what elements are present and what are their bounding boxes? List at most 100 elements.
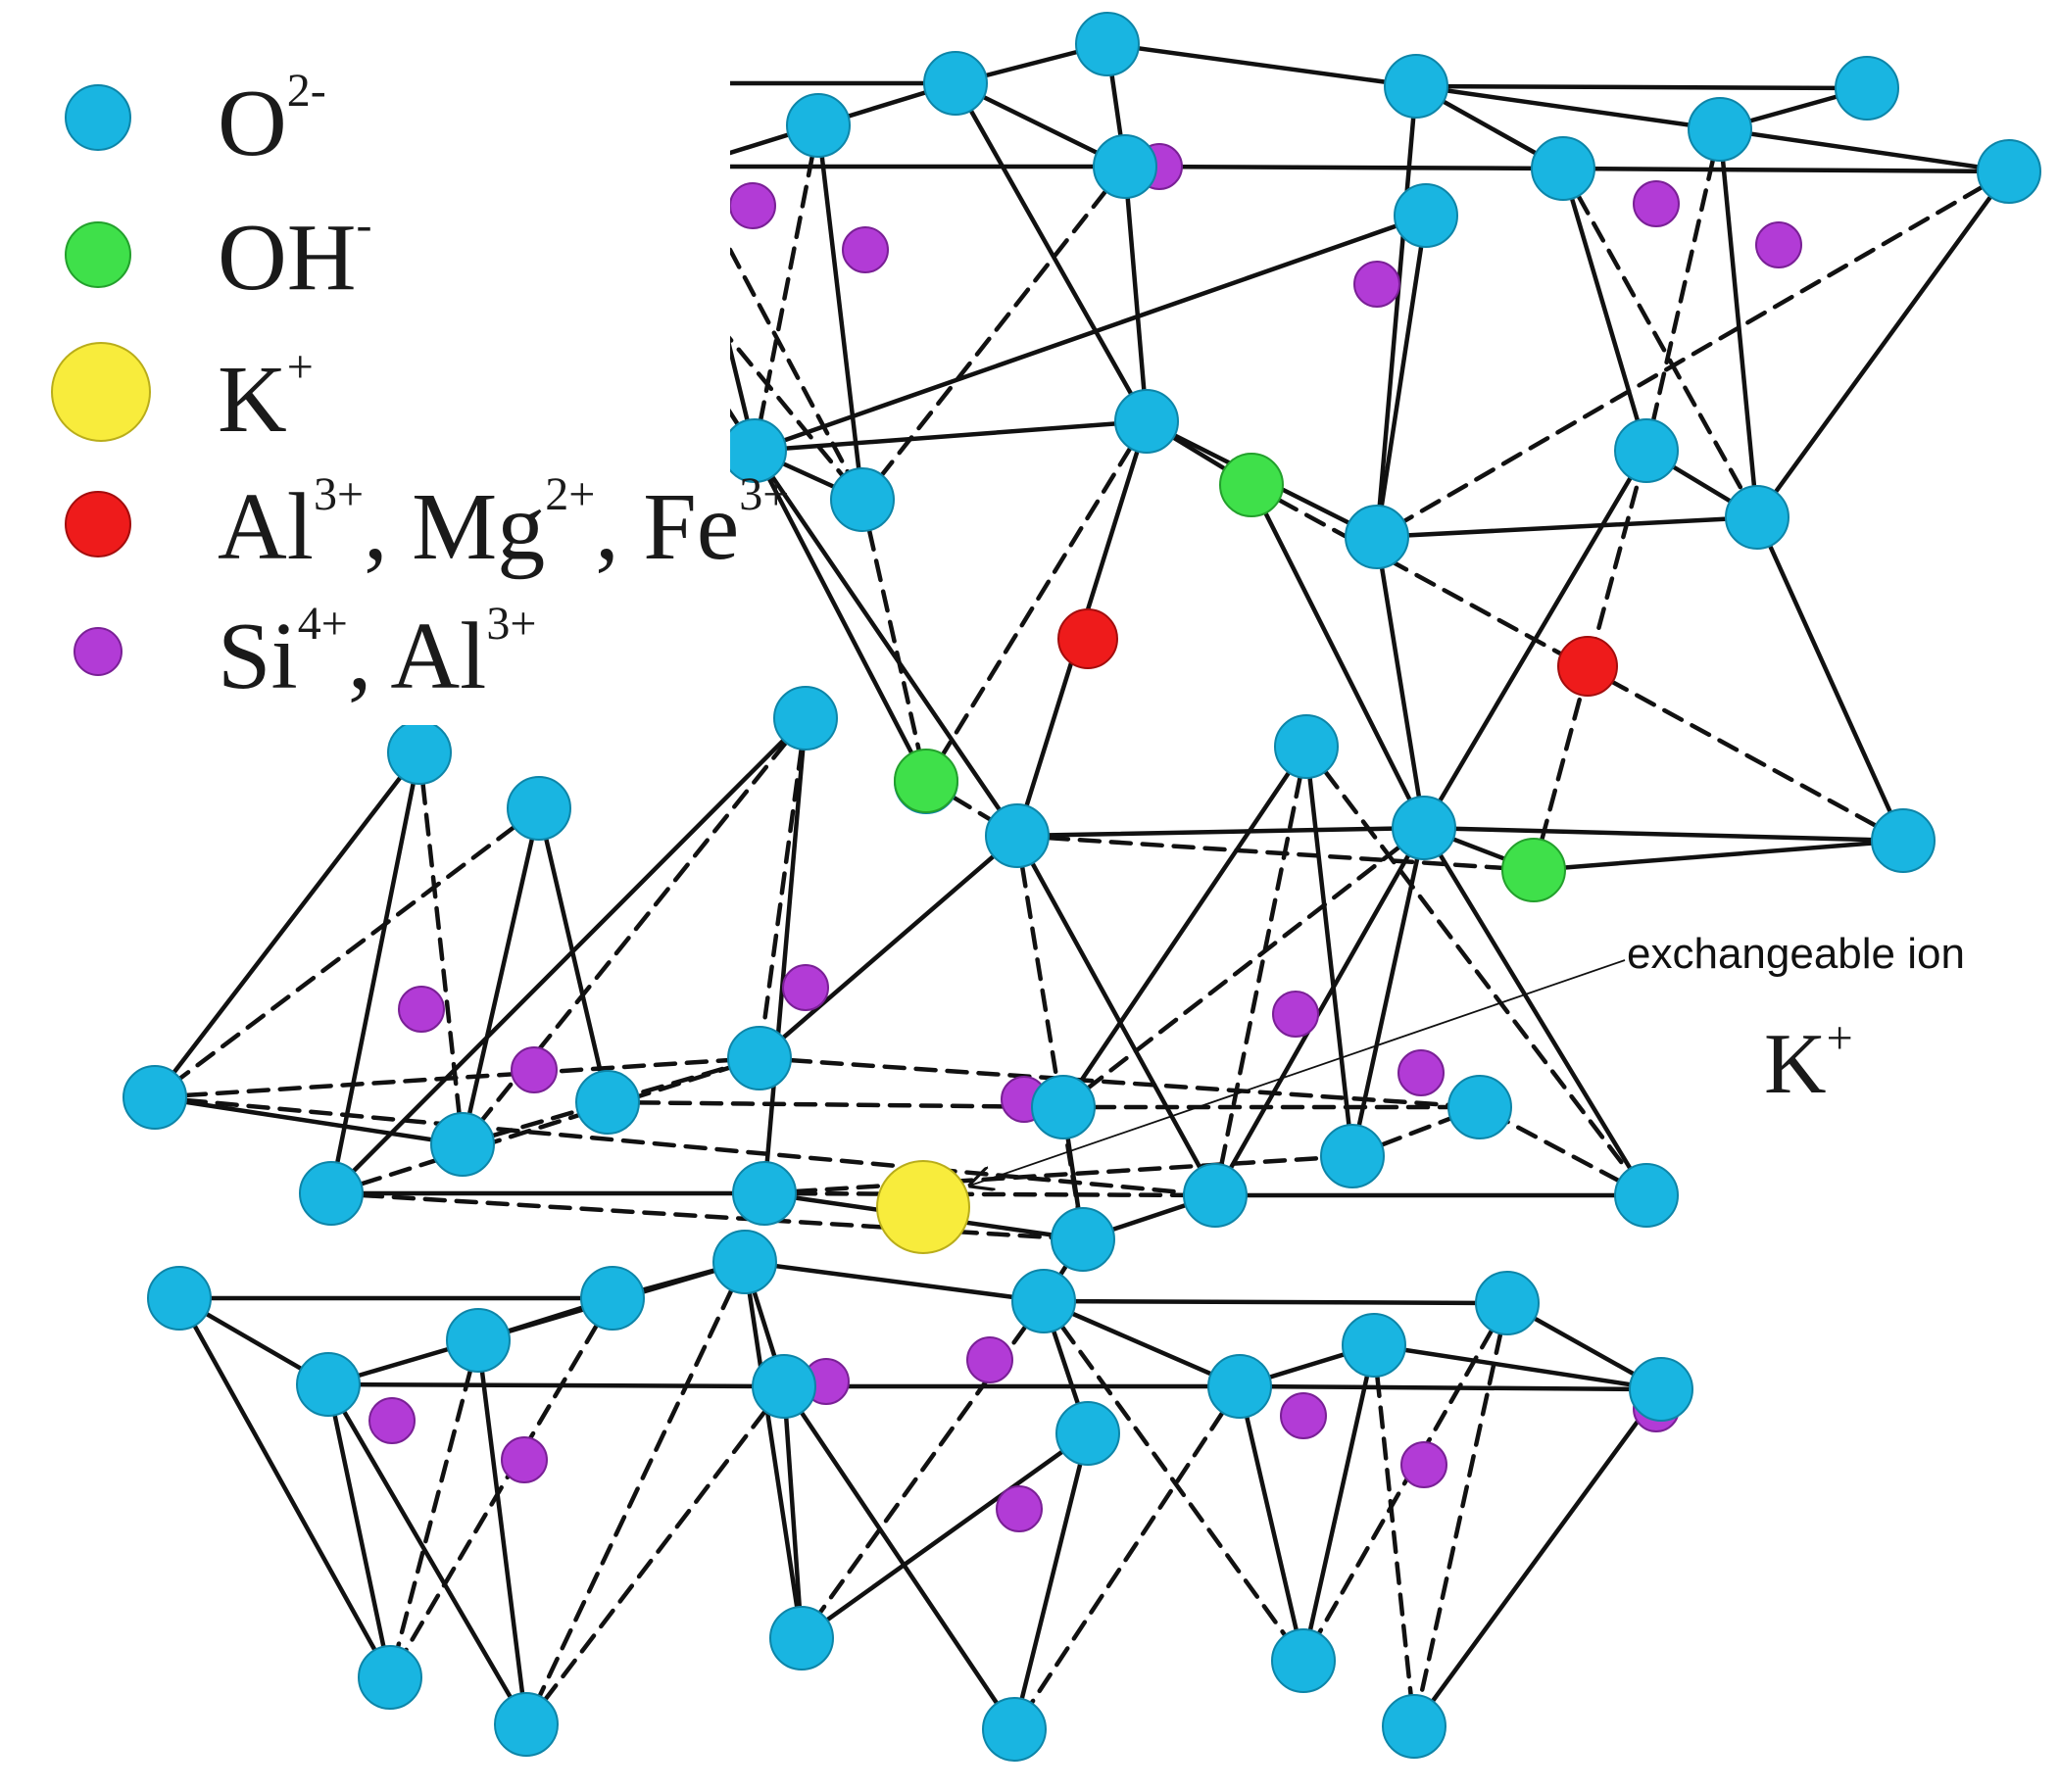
legend-hydroxyl-sup: - [357,199,372,251]
legend-oxygen-swatch [65,84,131,151]
bond [328,750,422,1196]
bond [1303,744,1355,1159]
oxygen-atom [1271,1628,1336,1693]
legend-al-tet-base: , Al [348,604,487,709]
bond [536,805,611,1105]
hidden-bond [1643,126,1723,454]
potassium-ion-atom [876,1160,970,1254]
legend-tetrahedral-swatch [74,627,123,676]
annotation-text: exchangeable ion [1627,930,1965,978]
hidden-bond [1303,744,1649,1198]
oxygen-atom [1614,1163,1679,1228]
oxygen-atom [299,1161,364,1226]
oxygen-atom [1093,134,1157,199]
oxygen-atom [147,1266,212,1331]
oxygen-atom [387,720,452,785]
bond [1014,825,1427,839]
tetrahedral-cation-atom [1400,1441,1447,1488]
legend-hydroxyl-base: OH [218,205,357,311]
bond [742,1259,1047,1304]
bond [1374,514,1760,540]
oxygen-atom [1345,505,1409,569]
bond [1560,166,1649,454]
hydroxyl-atom [1219,453,1284,517]
bond [1421,825,1906,844]
legend-mg-base: , Mg [364,474,545,580]
oxygen-atom [358,1645,422,1710]
legend-oxygen-base: O [218,71,287,176]
hidden-bond [1212,744,1309,1198]
oxygen-atom [494,1692,559,1757]
bond [752,448,1020,839]
legend-al-sup: 3+ [314,468,364,520]
oxygen-atom [446,1308,511,1373]
bond [176,1295,393,1680]
oxygen-atom [1871,808,1936,873]
oxygen-atom [1183,1163,1248,1228]
hydroxyl-atom [894,749,958,813]
hidden-bond [1374,169,2012,540]
bond [799,1430,1091,1641]
bond [1249,482,1427,831]
legend-potassium-label: K+ [218,341,314,453]
hidden-bond [152,805,542,1100]
ion-label-base: K [1764,1017,1827,1112]
legend-oxygen-sup: 2- [287,65,326,117]
ion-label-k: K+ [1764,1012,1853,1112]
bond [1413,83,1723,132]
hidden-bond [859,497,929,785]
bond [1717,126,1760,520]
oxygen-atom [430,1112,495,1177]
legend-potassium-base: K [218,347,287,453]
hidden-bond [605,1099,1066,1110]
annotation-leader-line [970,959,1626,1186]
hidden-bond [923,418,1150,785]
oxygen-atom [123,1065,187,1130]
bond [752,418,1150,454]
hydroxyl-atom [1501,838,1566,902]
tetrahedral-cation-atom [729,182,776,229]
bond [460,805,542,1147]
hidden-bond [1041,1298,1306,1664]
bond [781,1383,805,1641]
bond [815,122,865,503]
bond [781,1383,1017,1732]
atom-layer [123,12,2041,1762]
hidden-bond [1560,166,1760,520]
oxygen-atom [1475,1271,1540,1335]
hidden-bond [1531,448,1649,873]
bond [1060,744,1309,1110]
oxygen-atom [1384,54,1448,119]
bond [1122,164,1150,424]
legend: O2- OH- K+ Al3+, Mg2+, Fe3+ Si4+, Al3+ [25,44,789,725]
oxygen-atom [1447,1075,1512,1139]
oxygen-atom [1207,1354,1272,1419]
bond [1011,1430,1091,1732]
bond [1300,1342,1377,1664]
bond [1212,825,1427,1198]
hidden-bond [152,1055,762,1100]
oxygen-atom [773,686,838,751]
bond [1531,838,1906,873]
oxygen-atom [507,776,571,841]
oxygen-atom [923,51,988,116]
oxygen-atom [1320,1124,1385,1188]
legend-tetrahedral-label: Si4+, Al3+ [218,598,536,709]
tetrahedral-cation-atom [1755,221,1802,268]
bond [742,1259,805,1641]
hidden-bond [328,1055,762,1196]
oxygen-atom [830,467,895,532]
oxygen-atom [1531,136,1595,201]
oxygen-atom [575,1070,640,1135]
bond [325,1381,787,1389]
tetrahedral-cation-atom [1633,180,1680,227]
bond [1014,833,1218,1198]
bond [1560,166,2012,174]
bond [752,213,1429,454]
bond [328,715,809,1196]
oxygen-atom [1075,12,1140,76]
oxygen-atom [1055,1401,1120,1466]
hidden-bond [1371,1342,1417,1729]
hidden-bond [1014,833,1086,1242]
oxygen-atom [732,1161,797,1226]
